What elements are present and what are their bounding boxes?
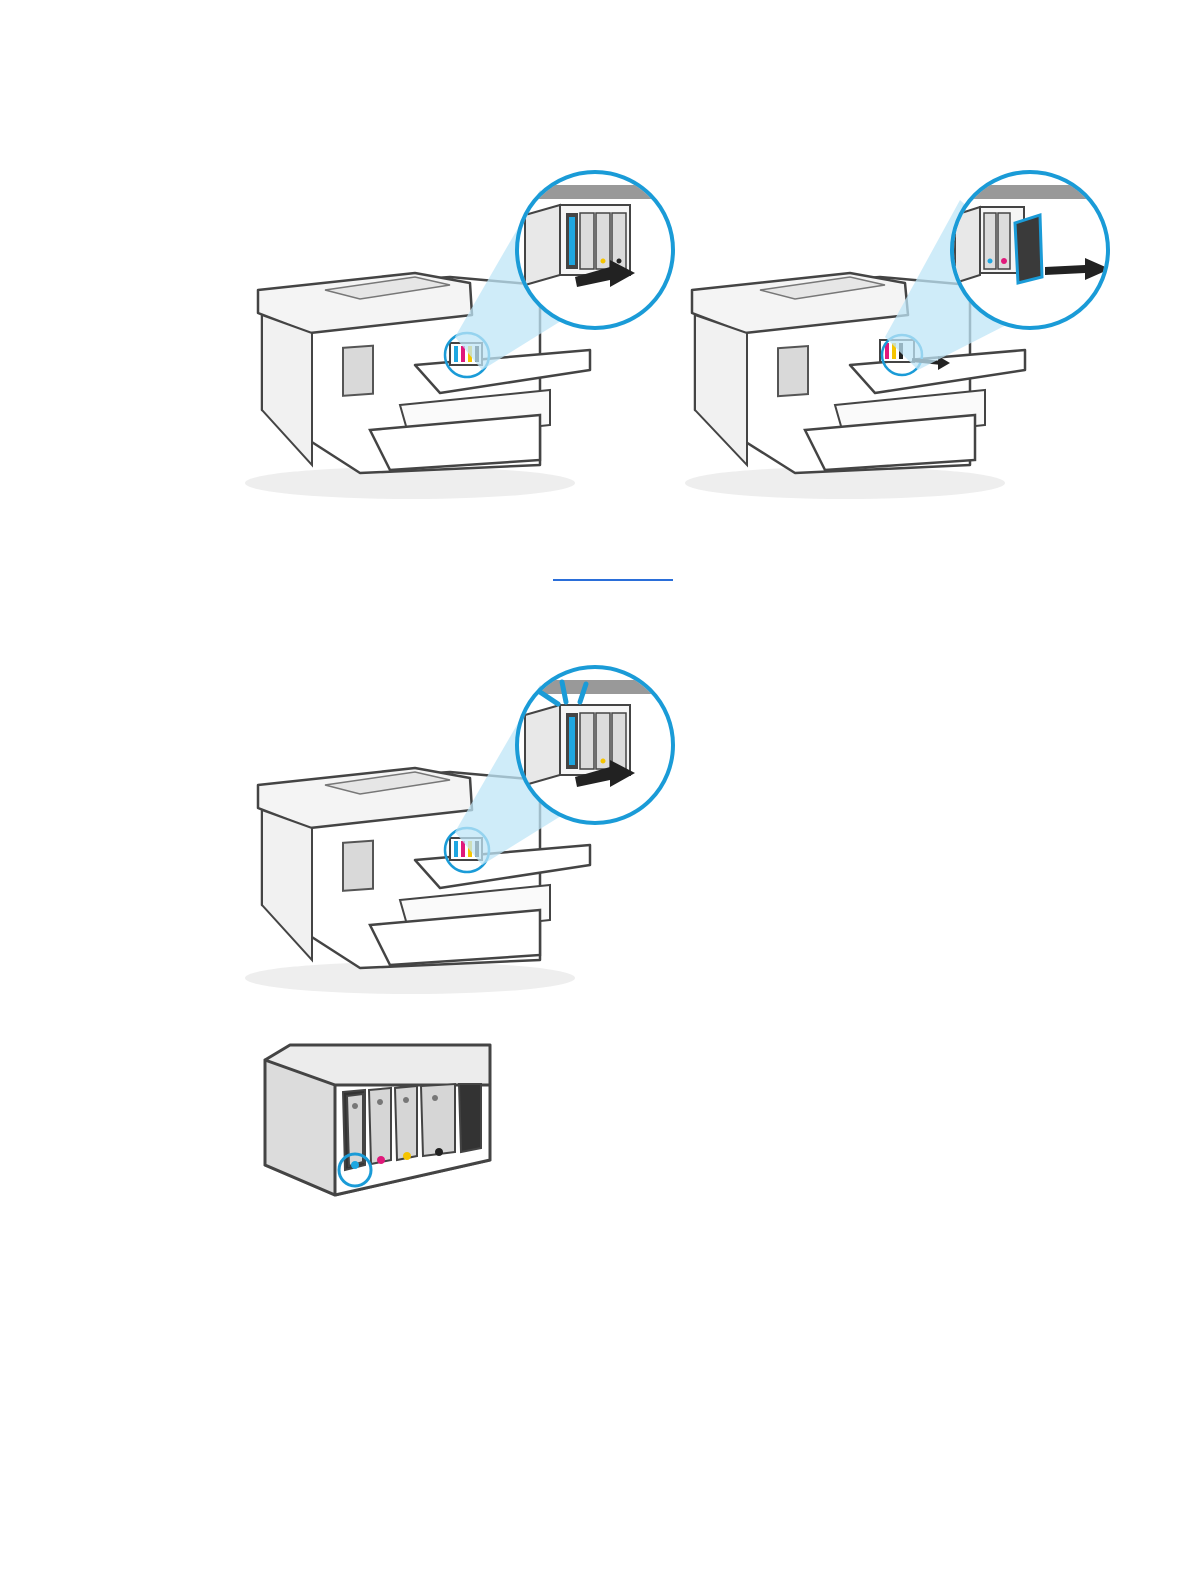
printer-insert-cartridge-illustration: [240, 165, 685, 505]
printer-icon: [680, 165, 1115, 505]
printer-icon: [240, 660, 685, 1000]
printer-icon: [240, 165, 685, 505]
cartridge-carriage-illustration: [255, 1040, 500, 1210]
printer-cartridge-snap-illustration: [240, 660, 685, 1000]
printer-remove-cartridge-illustration: [680, 165, 1115, 505]
hyperlink-underline[interactable]: [553, 579, 673, 581]
cartridge-icon: [255, 1040, 500, 1210]
